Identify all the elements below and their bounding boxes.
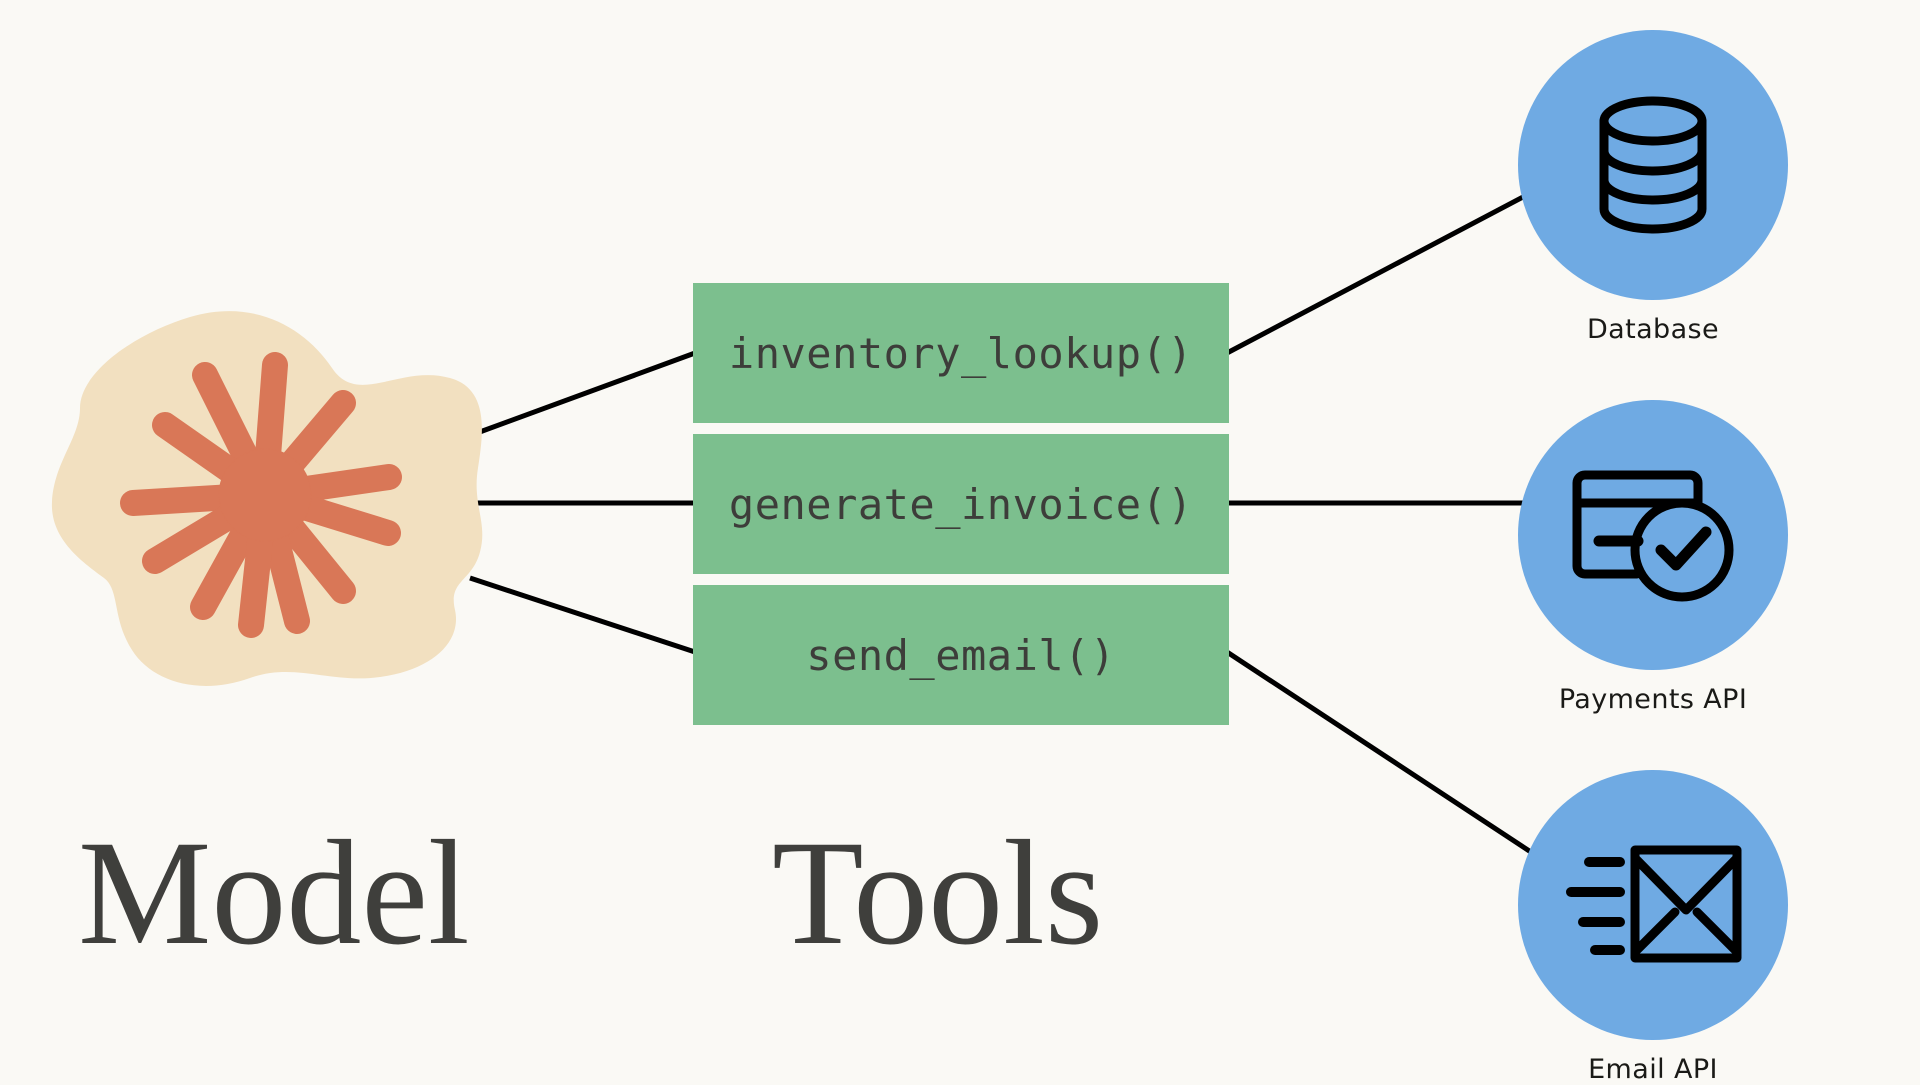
caption-tools: Tools	[772, 810, 1104, 976]
credit-card-check-icon	[1572, 470, 1734, 602]
tool-box-label: send_email()	[806, 630, 1116, 680]
service-circle[interactable]	[1518, 770, 1788, 1040]
tool-box[interactable]: generate_invoice()	[693, 434, 1229, 574]
model-node[interactable]	[40, 290, 490, 690]
service-label: Payments API	[1558, 684, 1748, 715]
tool-box[interactable]: inventory_lookup()	[693, 283, 1229, 423]
connector-model-to-send-email	[469, 575, 696, 655]
database-cylinder-icon	[1599, 96, 1707, 234]
service-label: Email API	[1588, 1054, 1718, 1085]
anthropic-starburst-icon	[120, 352, 402, 638]
service-node-payments-api[interactable]: Payments API	[1518, 400, 1788, 715]
service-node-email-api[interactable]: Email API	[1518, 770, 1788, 1085]
envelope-send-icon	[1566, 845, 1742, 963]
service-label: Database	[1586, 314, 1720, 345]
tool-box-label: generate_invoice()	[728, 479, 1194, 529]
caption-model: Model	[78, 810, 470, 976]
service-circle[interactable]	[1518, 400, 1788, 670]
service-node-database[interactable]: Database	[1518, 30, 1788, 345]
connector-inventory-lookup-to-database	[1225, 185, 1542, 356]
tool-box-label: inventory_lookup()	[728, 328, 1194, 378]
connector-send-email-to-email-api	[1225, 649, 1542, 861]
connector-model-to-inventory-lookup	[476, 350, 696, 436]
service-circle[interactable]	[1518, 30, 1788, 300]
tool-box[interactable]: send_email()	[693, 585, 1229, 725]
